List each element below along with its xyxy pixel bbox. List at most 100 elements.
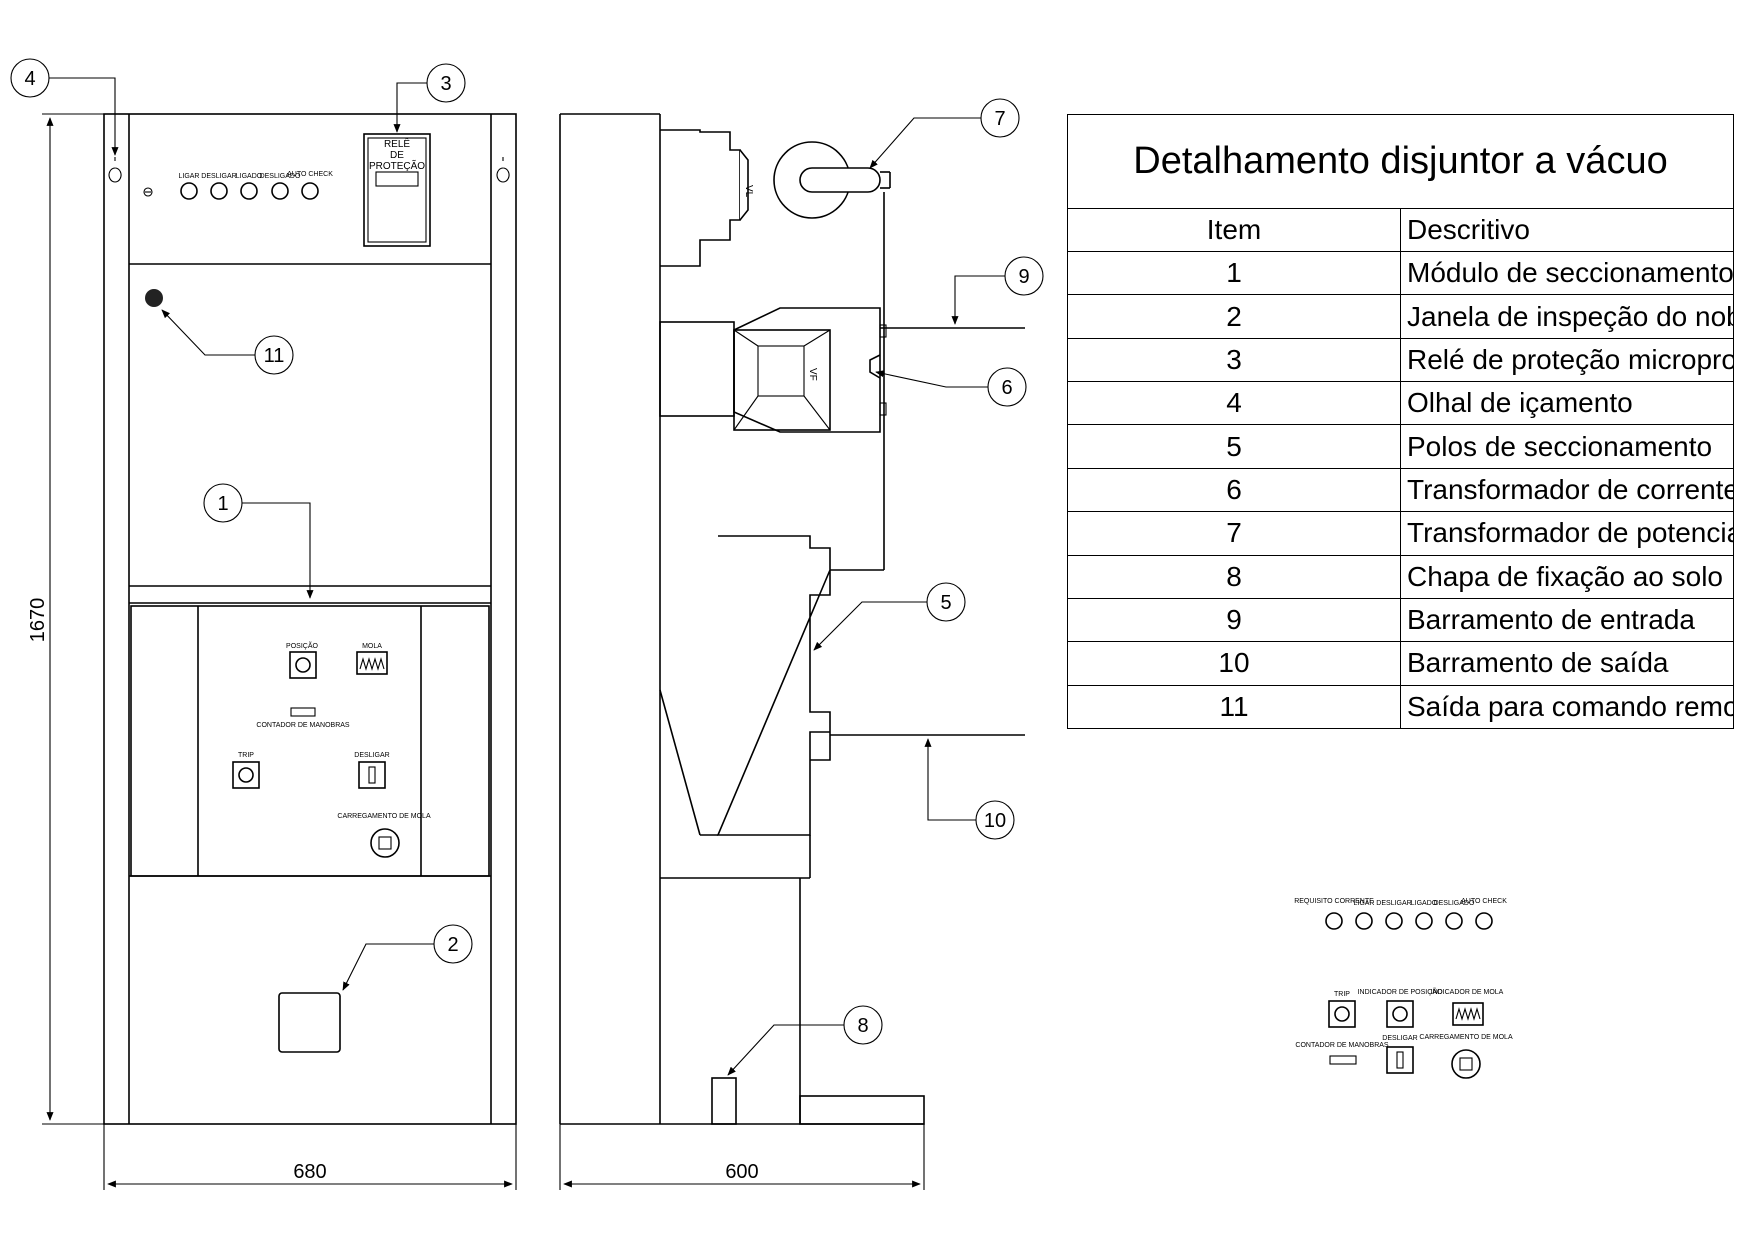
row-item: 8 — [1067, 554, 1401, 599]
detail-label-desligar: DESLIGAR — [1376, 900, 1411, 907]
detail-label-carregamento: CARREGAMENTO DE MOLA — [1419, 1034, 1513, 1041]
side-width-dimension: 600 — [725, 1161, 758, 1183]
table-header-row: Item Descritivo — [1067, 207, 1734, 253]
row-desc: Transformador de potencial — [1400, 511, 1734, 556]
lamp-desligado — [271, 182, 289, 200]
label-auto-check: AUTO CHECK — [287, 171, 333, 178]
lamp-ligar — [180, 182, 198, 200]
row-desc: Barramento de entrada — [1400, 597, 1734, 643]
detail-label-contador: CONTADOR DE MANOBRAS — [1295, 1042, 1389, 1049]
svg-text:5: 5 — [940, 592, 951, 614]
detail-label-desligado: DESLIGADO — [1434, 900, 1475, 907]
label-desligar-breaker: DESLIGAR — [354, 752, 389, 759]
label-desligado: DESLIGADO — [260, 173, 301, 180]
row-desc: Barramento de saída — [1400, 641, 1734, 686]
svg-text:3: 3 — [440, 73, 451, 95]
breaker-poles — [716, 535, 884, 836]
lamp-desligar — [210, 182, 228, 200]
control-panel-detail: REQUISITO CORRENTE LIGAR DESLIGAR LIGADO… — [1294, 898, 1513, 1079]
height-dimension: 1670 — [27, 598, 49, 643]
header-item: Item — [1067, 207, 1401, 253]
svg-text:8: 8 — [857, 1015, 868, 1037]
breaker-controls: POSIÇÃO MOLA CONTADOR DE MANOBRAS TRIP D… — [232, 641, 431, 858]
row-item: 11 — [1067, 684, 1401, 730]
detail-label-trip: TRIP — [1334, 991, 1350, 998]
relay-label-1: RELÊ — [384, 137, 410, 150]
spec-table: Detalhamento disjuntor a vácuo Item Desc… — [1067, 114, 1734, 730]
label-ligado: LIGADO — [236, 173, 263, 180]
relay-label-2: DE — [390, 150, 404, 161]
row-item: 4 — [1067, 381, 1401, 426]
front-view: LIGAR DESLIGAR LIGADO DESLIGADO AUTO CHE… — [27, 113, 517, 1190]
side-dimensions: 600 — [559, 1124, 925, 1190]
row-item: 3 — [1067, 337, 1401, 383]
row-desc: Transformador de corrente — [1400, 467, 1734, 513]
row-item: 9 — [1067, 597, 1401, 643]
lifting-eye-right-icon — [496, 157, 510, 183]
protection-relay: RELÊ DE PROTEÇÃO — [363, 133, 431, 247]
inspection-window — [278, 992, 341, 1053]
detail-label-ligar: LIGAR — [1353, 900, 1374, 907]
row-desc: Chapa de fixação ao solo — [1400, 554, 1734, 599]
remote-command-outlet — [145, 289, 163, 307]
row-item: 7 — [1067, 511, 1401, 556]
row-desc: Olhal de içamento — [1400, 381, 1734, 426]
detail-label-ligado: LIGADO — [1411, 900, 1438, 907]
svg-text:7: 7 — [994, 108, 1005, 130]
side-view: VL VF 600 — [559, 113, 1025, 1190]
tc-label: VF — [807, 368, 818, 381]
row-item: 5 — [1067, 424, 1401, 469]
svg-text:1: 1 — [217, 493, 228, 515]
row-desc: Relé de proteção microprocessado — [1400, 337, 1734, 383]
detail-label-requisito: REQUISITO CORRENTE — [1294, 898, 1374, 905]
relay-label-3: PROTEÇÃO — [369, 159, 425, 172]
front-cabinet-outline — [103, 113, 517, 1125]
detail-label-auto-check: AUTO CHECK — [1461, 898, 1507, 905]
svg-text:10: 10 — [984, 810, 1006, 832]
row-item: 2 — [1067, 294, 1401, 339]
svg-text:6: 6 — [1001, 377, 1012, 399]
floor-fixing-plate — [711, 1077, 737, 1125]
label-mola: MOLA — [362, 643, 382, 650]
detail-label-indicador-mola: INDICADOR DE MOLA — [1431, 989, 1504, 996]
front-dimensions: 1670 680 — [27, 113, 517, 1190]
row-item: 10 — [1067, 641, 1401, 686]
label-trip: TRIP — [238, 752, 254, 759]
svg-text:11: 11 — [264, 345, 285, 367]
row-item: 6 — [1067, 467, 1401, 513]
lifting-eye-left-icon — [108, 157, 122, 183]
label-contador: CONTADOR DE MANOBRAS — [256, 722, 350, 729]
current-transformer — [733, 329, 831, 431]
table-title: Detalhamento disjuntor a vácuo — [1067, 114, 1734, 209]
row-item: 1 — [1067, 251, 1401, 296]
detail-label-desligar-breaker: DESLIGAR — [1382, 1035, 1417, 1042]
tp-label: VL — [743, 185, 754, 198]
row-desc: Saída para comando remoto (opcional) — [1400, 684, 1734, 730]
svg-text:9: 9 — [1018, 266, 1029, 288]
lamp-auto-check — [301, 182, 319, 200]
label-posicao: POSIÇÃO — [286, 641, 318, 650]
control-lamps: LIGAR DESLIGAR LIGADO DESLIGADO AUTO CHE… — [143, 171, 333, 200]
row-desc: Janela de inspeção do nobreak — [1400, 294, 1734, 339]
detail-label-indicador-posicao: INDICADOR DE POSIÇÃO — [1358, 987, 1443, 996]
svg-text:4: 4 — [24, 68, 35, 90]
table-title-row: Detalhamento disjuntor a vácuo — [1067, 114, 1734, 209]
callouts: 1 2 3 4 5 6 7 8 9 10 — [10, 58, 1044, 1076]
label-desligar: DESLIGAR — [201, 173, 236, 180]
svg-text:2: 2 — [447, 934, 458, 956]
label-carregamento: CARREGAMENTO DE MOLA — [337, 813, 431, 820]
front-width-dimension: 680 — [293, 1161, 326, 1183]
lamp-ligado — [240, 182, 258, 200]
label-ligar: LIGAR — [178, 173, 199, 180]
